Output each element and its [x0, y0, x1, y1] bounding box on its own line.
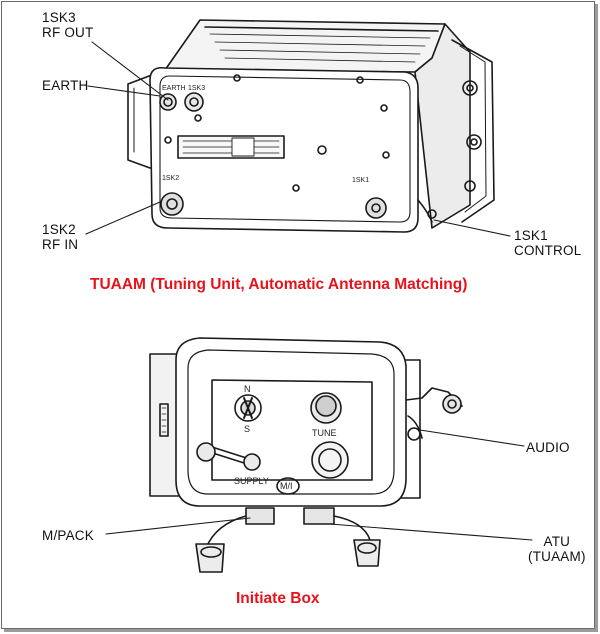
label-1sk1: 1SK1 CONTROL [514, 228, 581, 258]
label-1sk2: 1SK2 RF IN [42, 222, 78, 252]
initiate-leader-lines [105, 429, 533, 541]
label-1sk3: 1SK3 RF OUT [42, 10, 93, 40]
panel-text-mi: M/I [280, 481, 293, 491]
initiate-box-drawing [149, 337, 463, 573]
label-1sk1-id: 1SK1 [514, 228, 548, 243]
label-1sk3-id: 1SK3 [42, 10, 76, 25]
panel-text-supply: SUPPLY [234, 476, 269, 486]
panel-text-sk2: 1SK2 [162, 175, 179, 182]
label-1sk2-id: 1SK2 [42, 222, 76, 237]
label-mpack: M/PACK [42, 528, 94, 543]
initiate-box-caption: Initiate Box [236, 590, 320, 607]
panel-text-n: N [244, 384, 251, 394]
label-audio: AUDIO [526, 440, 570, 455]
tuaam-caption: TUAAM (Tuning Unit, Automatic Antenna Ma… [90, 276, 468, 293]
label-1sk3-desc: RF OUT [42, 25, 94, 40]
label-1sk1-desc: CONTROL [514, 243, 582, 258]
panel-text-earth: EARTH [162, 85, 186, 92]
panel-text-sk3: 1SK3 [188, 85, 205, 92]
panel-text-s: S [244, 424, 250, 434]
label-atu-desc: (TUAAM) [528, 549, 586, 564]
panel-text-tune: TUNE [312, 428, 337, 438]
label-atu-id: ATU [543, 534, 571, 549]
label-atu: ATU (TUAAM) [528, 534, 586, 564]
tuaam-leader-lines [85, 41, 511, 237]
label-1sk2-desc: RF IN [42, 237, 79, 252]
label-earth: EARTH [42, 78, 89, 93]
tuaam-unit-drawing [127, 19, 495, 233]
panel-text-sk1: 1SK1 [352, 177, 369, 184]
